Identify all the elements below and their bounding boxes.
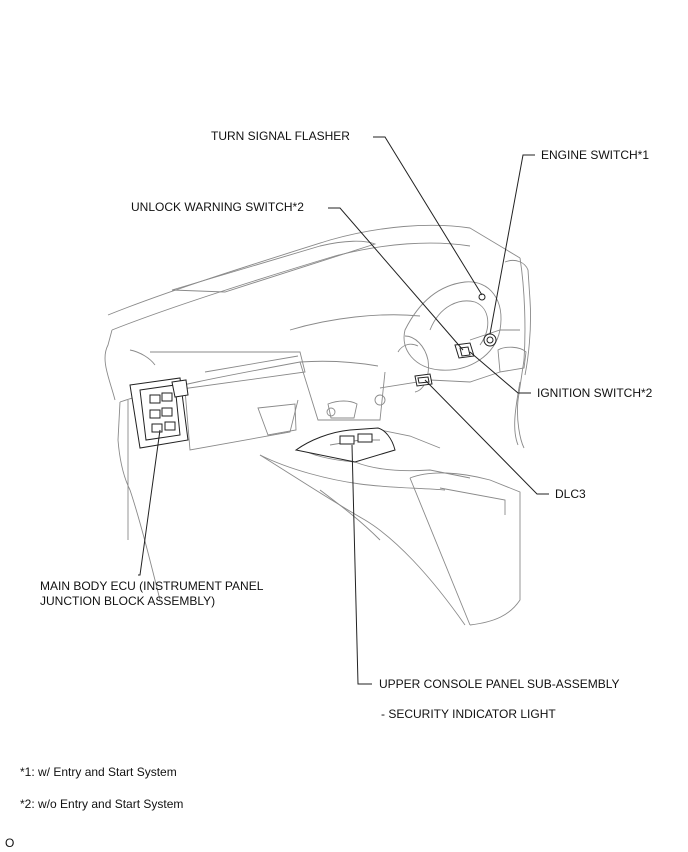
leader-engine-switch [489, 154, 535, 335]
dlc3-label: DLC3 [555, 487, 586, 501]
turn-signal-flasher-drawing [478, 293, 486, 301]
leader-dlc3 [424, 379, 549, 495]
leader-turn-signal-flasher [373, 136, 483, 296]
ignition-switch-drawing [454, 342, 475, 359]
main-body-ecu-label-line2: JUNCTION BLOCK ASSEMBLY) [40, 594, 216, 608]
security-indicator-label: - SECURITY INDICATOR LIGHT [381, 707, 556, 721]
engine-switch-drawing [483, 333, 497, 347]
corner-mark: O [5, 836, 15, 850]
leader-ignition-switch [469, 351, 531, 394]
footnote-2: *2: w/o Entry and Start System [20, 797, 184, 811]
unlock-warning-switch-label: UNLOCK WARNING SWITCH*2 [131, 200, 304, 214]
upper-console-panel-label: UPPER CONSOLE PANEL SUB-ASSEMBLY [379, 677, 620, 691]
main-body-ecu-label-line1: MAIN BODY ECU (INSTRUMENT PANEL [40, 579, 264, 593]
leader-upper-console-panel [351, 444, 372, 685]
footnote-1: *1: w/ Entry and Start System [20, 765, 177, 779]
leader-main-body-ecu [138, 429, 161, 576]
turn-signal-flasher-label: TURN SIGNAL FLASHER [211, 129, 350, 143]
ignition-switch-label: IGNITION SWITCH*2 [537, 386, 653, 400]
main-body-ecu-drawing [129, 377, 189, 449]
leader-lines [138, 136, 549, 685]
engine-switch-label: ENGINE SWITCH*1 [541, 148, 650, 162]
leader-unlock-warning-switch [328, 207, 464, 351]
upper-console-panel-drawing [294, 427, 396, 463]
dashboard-outline [104, 224, 531, 626]
